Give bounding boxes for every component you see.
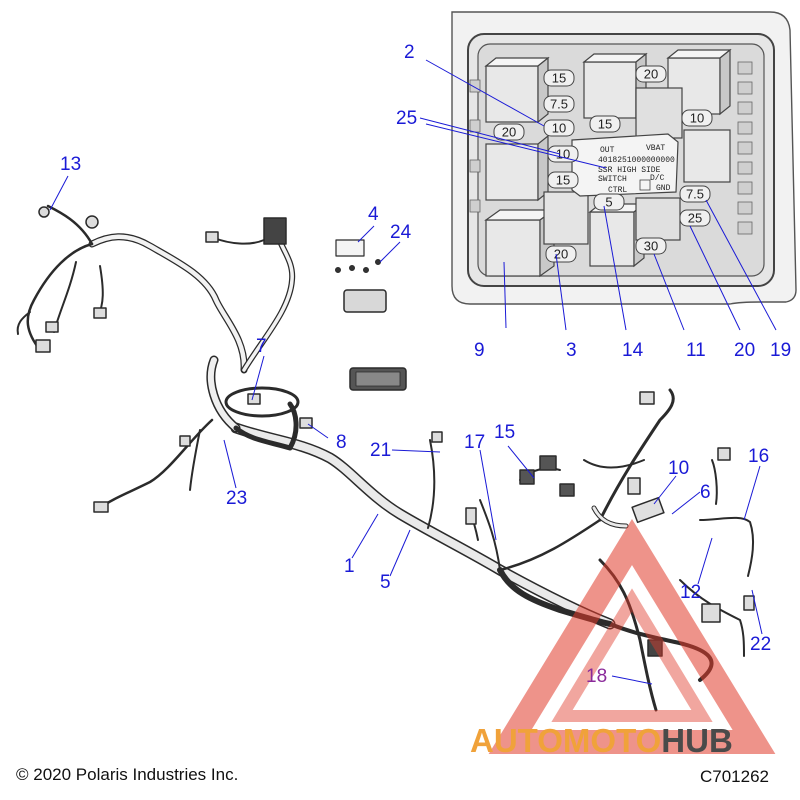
fuse: 10 bbox=[547, 145, 579, 163]
fuse-rating: 7.5 bbox=[550, 97, 568, 112]
fuse-rating: 15 bbox=[556, 173, 570, 188]
callout-18: 18 bbox=[586, 666, 607, 687]
fuse: 5 bbox=[593, 193, 625, 211]
callout-15: 15 bbox=[494, 422, 515, 443]
callout-17: 17 bbox=[464, 432, 485, 453]
callout-labels: 13 4 24 7 8 21 17 15 10 6 16 12 22 18 23… bbox=[60, 42, 791, 687]
callout-22: 22 bbox=[750, 634, 771, 655]
watermark: AUTOMOTOHUB bbox=[470, 518, 776, 759]
fuse-rating: 10 bbox=[552, 121, 566, 136]
callout-19: 19 bbox=[770, 340, 791, 361]
relay bbox=[484, 56, 550, 124]
relay bbox=[543, 191, 589, 245]
fuse: 20 bbox=[635, 65, 667, 83]
relay-label-type: SSR HIGH SIDE bbox=[598, 166, 661, 175]
relay bbox=[683, 129, 731, 183]
callout-9: 9 bbox=[474, 340, 485, 361]
callout-6: 6 bbox=[700, 482, 711, 503]
callout-5: 5 bbox=[380, 572, 391, 593]
fuse-rating: 7.5 bbox=[686, 187, 704, 202]
relay-label-switch: SWITCH bbox=[598, 175, 627, 184]
fuse: 20 bbox=[493, 123, 525, 141]
fuse-box-inset: OUT VBAT 4018251000000000 SSR HIGH SIDE … bbox=[419, 11, 797, 331]
relay-label-vbat: VBAT bbox=[646, 144, 665, 153]
relay bbox=[635, 87, 683, 139]
callout-7: 7 bbox=[256, 336, 267, 357]
fuse-rating: 20 bbox=[554, 247, 568, 262]
callout-24: 24 bbox=[390, 222, 412, 243]
relay bbox=[666, 48, 732, 116]
relay-label-partno: 4018251000000000 bbox=[598, 156, 675, 165]
relay bbox=[635, 197, 681, 241]
callout-12: 12 bbox=[680, 582, 701, 603]
fuse-rating: 15 bbox=[552, 71, 566, 86]
fuse: 7.5 bbox=[543, 95, 575, 113]
diagram-code: C701262 bbox=[700, 767, 769, 786]
callout-11: 11 bbox=[686, 340, 706, 361]
callout-16: 16 bbox=[748, 446, 769, 467]
callout-2: 2 bbox=[404, 42, 415, 63]
callout-3: 3 bbox=[566, 340, 577, 361]
ssr-high-side-switch: OUT VBAT 4018251000000000 SSR HIGH SIDE … bbox=[571, 133, 679, 197]
fuse: 15 bbox=[589, 115, 621, 133]
relay-label-ctrl: CTRL bbox=[608, 186, 627, 195]
callout-23: 23 bbox=[226, 488, 247, 509]
fuse: 25 bbox=[679, 209, 711, 227]
wiring-harness bbox=[16, 204, 755, 712]
fuse-rating: 10 bbox=[556, 147, 570, 162]
watermark-text: AUTOMOTOHUB bbox=[470, 722, 733, 759]
fuse-rating: 30 bbox=[644, 239, 658, 254]
fuse: 10 bbox=[543, 119, 575, 137]
relay-label-out: OUT bbox=[600, 146, 615, 155]
copyright-text: © 2020 Polaris Industries Inc. bbox=[16, 765, 238, 784]
relay bbox=[485, 134, 549, 202]
callout-20: 20 bbox=[734, 340, 755, 361]
fuse-rating: 20 bbox=[644, 67, 658, 82]
callout-25: 25 bbox=[396, 108, 417, 129]
fuse-rating: 15 bbox=[598, 117, 612, 132]
fuse-rating: 10 bbox=[690, 111, 704, 126]
callout-4: 4 bbox=[368, 204, 379, 225]
fuse: 15 bbox=[547, 171, 579, 189]
callout-8: 8 bbox=[336, 432, 347, 453]
fuse-rating: 5 bbox=[605, 195, 612, 210]
fuse: 7.5 bbox=[679, 185, 711, 203]
callout-21: 21 bbox=[370, 440, 391, 461]
fuse: 30 bbox=[635, 237, 667, 255]
fuse: 15 bbox=[543, 69, 575, 87]
fuse: 10 bbox=[681, 109, 713, 127]
callout-13: 13 bbox=[60, 154, 81, 175]
fuse: 20 bbox=[545, 245, 577, 263]
relay-label-dc: D/C bbox=[650, 174, 665, 183]
callout-14: 14 bbox=[622, 340, 644, 361]
callout-10: 10 bbox=[668, 458, 689, 479]
relay-label-gnd: GND bbox=[656, 184, 671, 193]
callout-1: 1 bbox=[344, 556, 355, 577]
fuse-rating: 25 bbox=[688, 211, 702, 226]
fuse-rating: 20 bbox=[502, 125, 516, 140]
